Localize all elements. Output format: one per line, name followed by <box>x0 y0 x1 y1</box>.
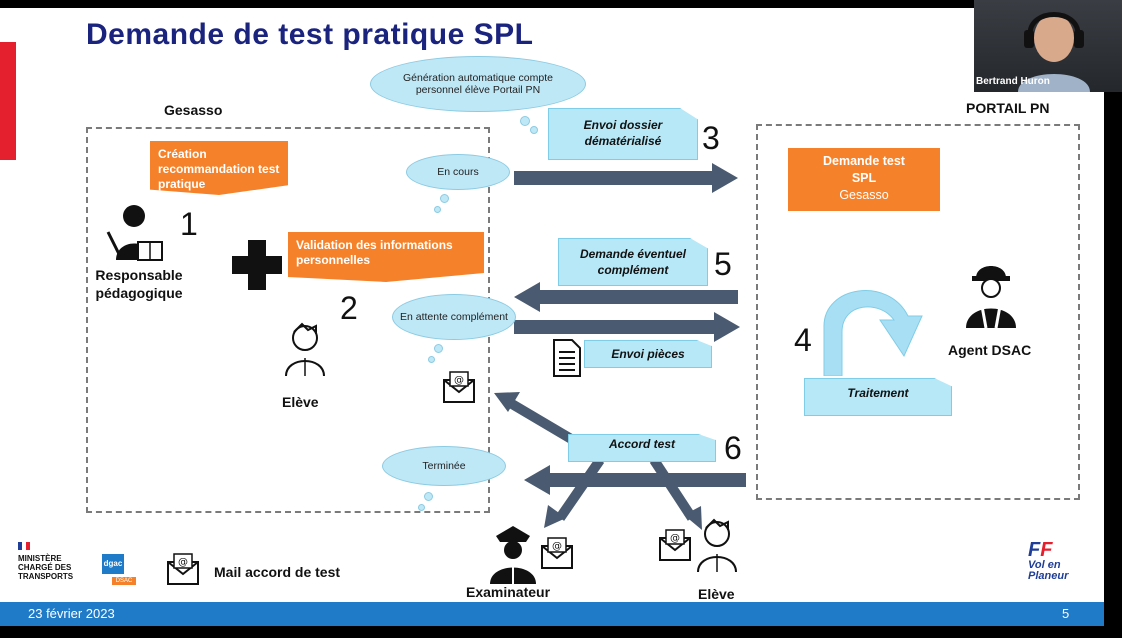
dsac-logo: DSAC <box>112 577 136 585</box>
person-avatar <box>1018 12 1090 92</box>
cloud-dot <box>434 206 441 213</box>
ffvp-line1: Vol en <box>1028 559 1061 571</box>
generation-text: Génération automatique compte personnel … <box>402 72 553 96</box>
slide-footer <box>0 602 1104 626</box>
en-cours-text: En cours <box>437 166 479 178</box>
cloud-dot <box>520 116 530 126</box>
participant-name: Bertrand Huron <box>976 76 1050 87</box>
plus-icon <box>232 240 282 290</box>
demande-line2: SPL <box>851 171 877 185</box>
demande-line1: Demande test <box>823 154 905 168</box>
eleve-label: Elève <box>282 394 319 410</box>
validation-informations-box: Validation des informations personnelles <box>288 232 484 282</box>
agent-dsac-label: Agent DSAC <box>948 342 1032 358</box>
mail-icon: @ <box>541 537 573 569</box>
step-number-3: 3 <box>702 120 720 156</box>
mail-icon: @ <box>167 553 199 585</box>
flow-arrows <box>494 163 746 530</box>
slide-title: Demande de test pratique SPL <box>86 18 534 51</box>
pilot-icon <box>490 526 536 584</box>
student-icon <box>697 518 737 573</box>
envoi-dossier-label: Envoi dossier dématérialisé <box>583 118 663 148</box>
envoi-pieces-box: Envoi pièces <box>584 340 712 368</box>
cloud-dot <box>530 126 538 134</box>
generation-cloud: Génération automatique compte personnel … <box>370 56 586 112</box>
cloud-dot <box>434 344 443 353</box>
creation-recommandation-box: Création recommandation test pratique <box>150 141 288 195</box>
traitement-label: Traitement <box>847 386 909 400</box>
en-attente-text: En attente complément <box>400 311 508 323</box>
demande-complement-box: Demande éventuel complément <box>558 238 708 286</box>
dgac-logo: dgac <box>102 554 124 574</box>
webcam-thumbnail[interactable]: Bertrand Huron <box>974 0 1122 92</box>
footer-page-number: 5 <box>1062 606 1070 621</box>
document-icon <box>553 339 581 377</box>
examinateur-label: Examinateur <box>466 584 551 600</box>
cloud-dot <box>440 194 449 203</box>
step-number-5: 5 <box>714 246 732 282</box>
demande-line3: Gesasso <box>839 188 889 202</box>
svg-text:@: @ <box>178 557 188 568</box>
svg-text:@: @ <box>670 533 680 544</box>
envoi-pieces-label: Envoi pièces <box>611 347 685 361</box>
student-icon <box>285 322 325 377</box>
envoi-dossier-box: Envoi dossier dématérialisé <box>548 108 698 160</box>
ffvp-line2: Planeur <box>1028 570 1069 582</box>
traitement-box: Traitement <box>804 378 952 416</box>
mail-icon: @ <box>659 529 691 561</box>
en-attente-cloud: En attente complément <box>392 294 516 340</box>
terminee-text: Terminée <box>422 460 466 472</box>
mail-icon: @ <box>443 371 475 403</box>
demande-test-box: Demande test SPL Gesasso <box>788 148 940 211</box>
portail-container <box>756 124 1080 500</box>
svg-text:@: @ <box>552 541 562 552</box>
step-number-6: 6 <box>724 430 742 466</box>
flag-icon <box>18 542 30 550</box>
ffvp-logo: FF Vol en Planeur <box>1028 540 1082 586</box>
step-number-1: 1 <box>180 206 198 242</box>
footer-date: 23 février 2023 <box>28 606 115 621</box>
slide: Demande de test pratique SPL Gesasso POR… <box>0 8 1104 626</box>
responsable-label: Responsable pédagogique <box>95 267 183 301</box>
accord-test-box: Accord test <box>568 434 716 462</box>
step-number-4: 4 <box>794 322 812 358</box>
worker-icon <box>966 266 1016 328</box>
legend-label: Mail accord de test <box>214 564 341 580</box>
cloud-dot <box>418 504 425 511</box>
validation-label: Validation des informations personnelles <box>296 238 453 267</box>
step-number-2: 2 <box>340 290 358 326</box>
ministere-logo: MINISTÈRE CHARGÉ DES TRANSPORTS <box>18 554 74 581</box>
cloud-dot <box>424 492 433 501</box>
terminee-cloud: Terminée <box>382 446 506 486</box>
gesasso-label: Gesasso <box>164 102 223 118</box>
portail-label: PORTAIL PN <box>966 100 1050 116</box>
teacher-icon <box>106 205 163 261</box>
en-cours-cloud: En cours <box>406 154 510 190</box>
red-accent-bar <box>0 42 16 160</box>
cloud-dot <box>428 356 435 363</box>
eleve2-label: Elève <box>698 586 735 602</box>
svg-text:@: @ <box>454 375 464 386</box>
demande-complement-label: Demande éventuel complément <box>579 247 687 277</box>
creation-label: Création recommandation test pratique <box>158 147 280 191</box>
accord-test-label: Accord test <box>608 437 676 451</box>
cycle-arrow-icon <box>823 290 923 376</box>
